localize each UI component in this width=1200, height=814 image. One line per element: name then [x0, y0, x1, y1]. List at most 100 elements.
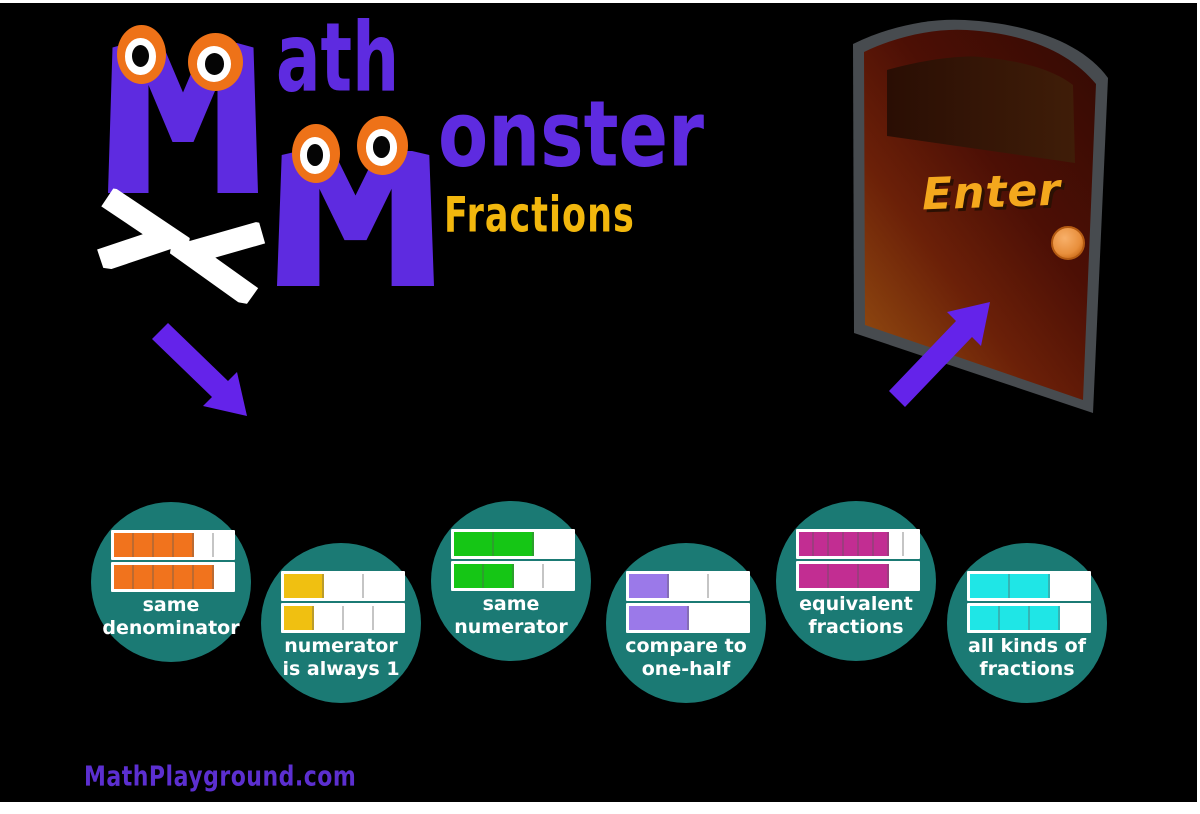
googly-eye [117, 25, 166, 84]
arrow-to-door-icon [889, 302, 990, 407]
empty-segment [689, 606, 747, 630]
subtitle-fractions: Fractions [444, 188, 635, 244]
door-window [887, 56, 1075, 164]
filled-segment [134, 533, 154, 557]
filled-segment [844, 532, 859, 556]
empty-segment [324, 574, 364, 598]
filled-segment [970, 574, 1010, 598]
filled-segment [284, 606, 314, 630]
less-than-symbol [163, 221, 266, 306]
googly-eye [188, 33, 243, 91]
fraction-bar [796, 561, 920, 591]
enter-label[interactable]: Enter [921, 164, 1062, 221]
filled-segment [454, 564, 484, 588]
arrow-to-categories-icon [152, 323, 247, 416]
empty-segment [214, 533, 232, 557]
filled-segment [799, 564, 829, 588]
empty-segment [889, 532, 904, 556]
eye-pupil [372, 136, 391, 159]
filled-segment [1010, 574, 1050, 598]
eye-pupil [306, 144, 324, 167]
filled-segment [134, 565, 154, 589]
filled-segment [814, 532, 829, 556]
empty-segment [1050, 574, 1088, 598]
eye-white [125, 37, 156, 75]
empty-segment [364, 574, 402, 598]
filled-segment [859, 532, 874, 556]
filled-segment [1000, 606, 1030, 630]
filled-segment [114, 565, 134, 589]
filled-segment [970, 606, 1000, 630]
filled-segment [154, 565, 174, 589]
fraction-bar [111, 530, 235, 560]
fraction-bar [626, 571, 750, 601]
filled-segment [629, 574, 669, 598]
fraction-bar [967, 603, 1091, 633]
filled-segment [284, 574, 324, 598]
empty-segment [889, 564, 917, 588]
empty-segment [534, 532, 572, 556]
enter-door[interactable] [845, 13, 1110, 428]
filled-segment [874, 532, 889, 556]
eye-pupil [204, 52, 224, 75]
doorknob[interactable] [1051, 226, 1085, 260]
filled-segment [154, 533, 174, 557]
empty-segment [904, 532, 917, 556]
empty-segment [1060, 606, 1088, 630]
filled-segment [174, 533, 194, 557]
fraction-bar [451, 561, 575, 591]
title-word2-rest: onster [438, 81, 704, 188]
empty-segment [544, 564, 572, 588]
filled-segment [629, 606, 689, 630]
fraction-bar [111, 562, 235, 592]
empty-segment [709, 574, 747, 598]
filled-segment [114, 533, 134, 557]
filled-segment [494, 532, 534, 556]
empty-segment [514, 564, 544, 588]
fraction-bar [967, 571, 1091, 601]
empty-segment [344, 606, 374, 630]
empty-segment [314, 606, 344, 630]
filled-segment [829, 564, 859, 588]
fraction-bar [626, 603, 750, 633]
filled-segment [484, 564, 514, 588]
empty-segment [669, 574, 709, 598]
fraction-bar [796, 529, 920, 559]
googly-eye [292, 124, 340, 183]
filled-segment [174, 565, 194, 589]
eye-white [197, 45, 232, 82]
greater-than-symbol [97, 187, 195, 272]
filled-segment [859, 564, 889, 588]
footer-site-link[interactable]: MathPlayground.com [84, 761, 357, 793]
eye-white [300, 136, 330, 174]
game-stage: ath onster Fractions [0, 3, 1197, 802]
fraction-bar [451, 529, 575, 559]
title-word1-rest: ath [276, 3, 400, 114]
letter-m-monster [277, 151, 434, 286]
empty-segment [194, 533, 214, 557]
filled-segment [1030, 606, 1060, 630]
filled-segment [454, 532, 494, 556]
filled-segment [799, 532, 814, 556]
googly-eye [357, 116, 408, 175]
fraction-bar [281, 571, 405, 601]
empty-segment [214, 565, 232, 589]
eye-white [365, 128, 398, 166]
filled-segment [194, 565, 214, 589]
eye-pupil [132, 45, 149, 68]
fraction-bar [281, 603, 405, 633]
empty-segment [374, 606, 402, 630]
